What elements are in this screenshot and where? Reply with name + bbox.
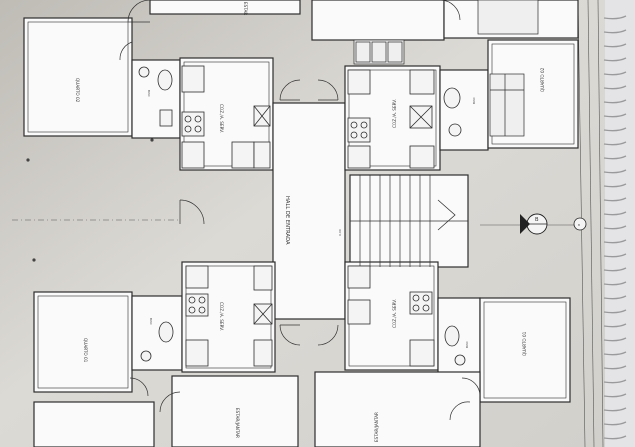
label-quarto-top-left: QUARTO 02 <box>75 78 80 103</box>
label-quarto-bottom-left: QUARTO 01 <box>83 338 88 363</box>
label-hall: HALL DE ENTRADA <box>284 196 290 245</box>
label-cozinha-bottom-left: COZ./A. SERV. <box>219 302 224 331</box>
label-bwc-bottom-right: BWC <box>465 341 469 348</box>
label-bwc-bottom-left: BWC <box>149 318 153 325</box>
label-quarto-top-right: QUARTO 02 <box>540 67 545 92</box>
label-section-marker: B <box>535 217 539 223</box>
label-bwc-top-right: BWC <box>472 97 476 104</box>
spiral-binding <box>603 15 627 440</box>
binding-strip <box>605 0 635 447</box>
furniture <box>353 0 539 137</box>
label-cozinha-top-left: COZ./A. SERV. <box>219 104 224 133</box>
label-bwc-top-left: BWC <box>147 90 151 97</box>
fixtures <box>138 65 466 367</box>
room-labels: QUARTO 02 QUARTO 01 QUARTO 02 QUARTO 01 … <box>75 2 580 442</box>
section-marker <box>520 213 587 235</box>
label-cozinha-top-right: COZ./A. SERV. <box>392 99 397 128</box>
label-dim-marker: B <box>578 223 580 227</box>
label-estar-bottom-right: ESTAR/JANTAR <box>374 412 379 442</box>
label-estar-top-left: ESTAR <box>243 2 248 15</box>
label-quarto-bottom-right: QUARTO 01 <box>522 331 527 356</box>
staircase <box>350 175 468 267</box>
label-estar-bottom-left: ESTAR/JANTAR <box>235 408 240 438</box>
label-cozinha-bottom-right: COZ./A. SERV. <box>392 299 397 328</box>
label-stair-level: 0,00 <box>338 229 342 236</box>
door-swings <box>119 0 481 421</box>
